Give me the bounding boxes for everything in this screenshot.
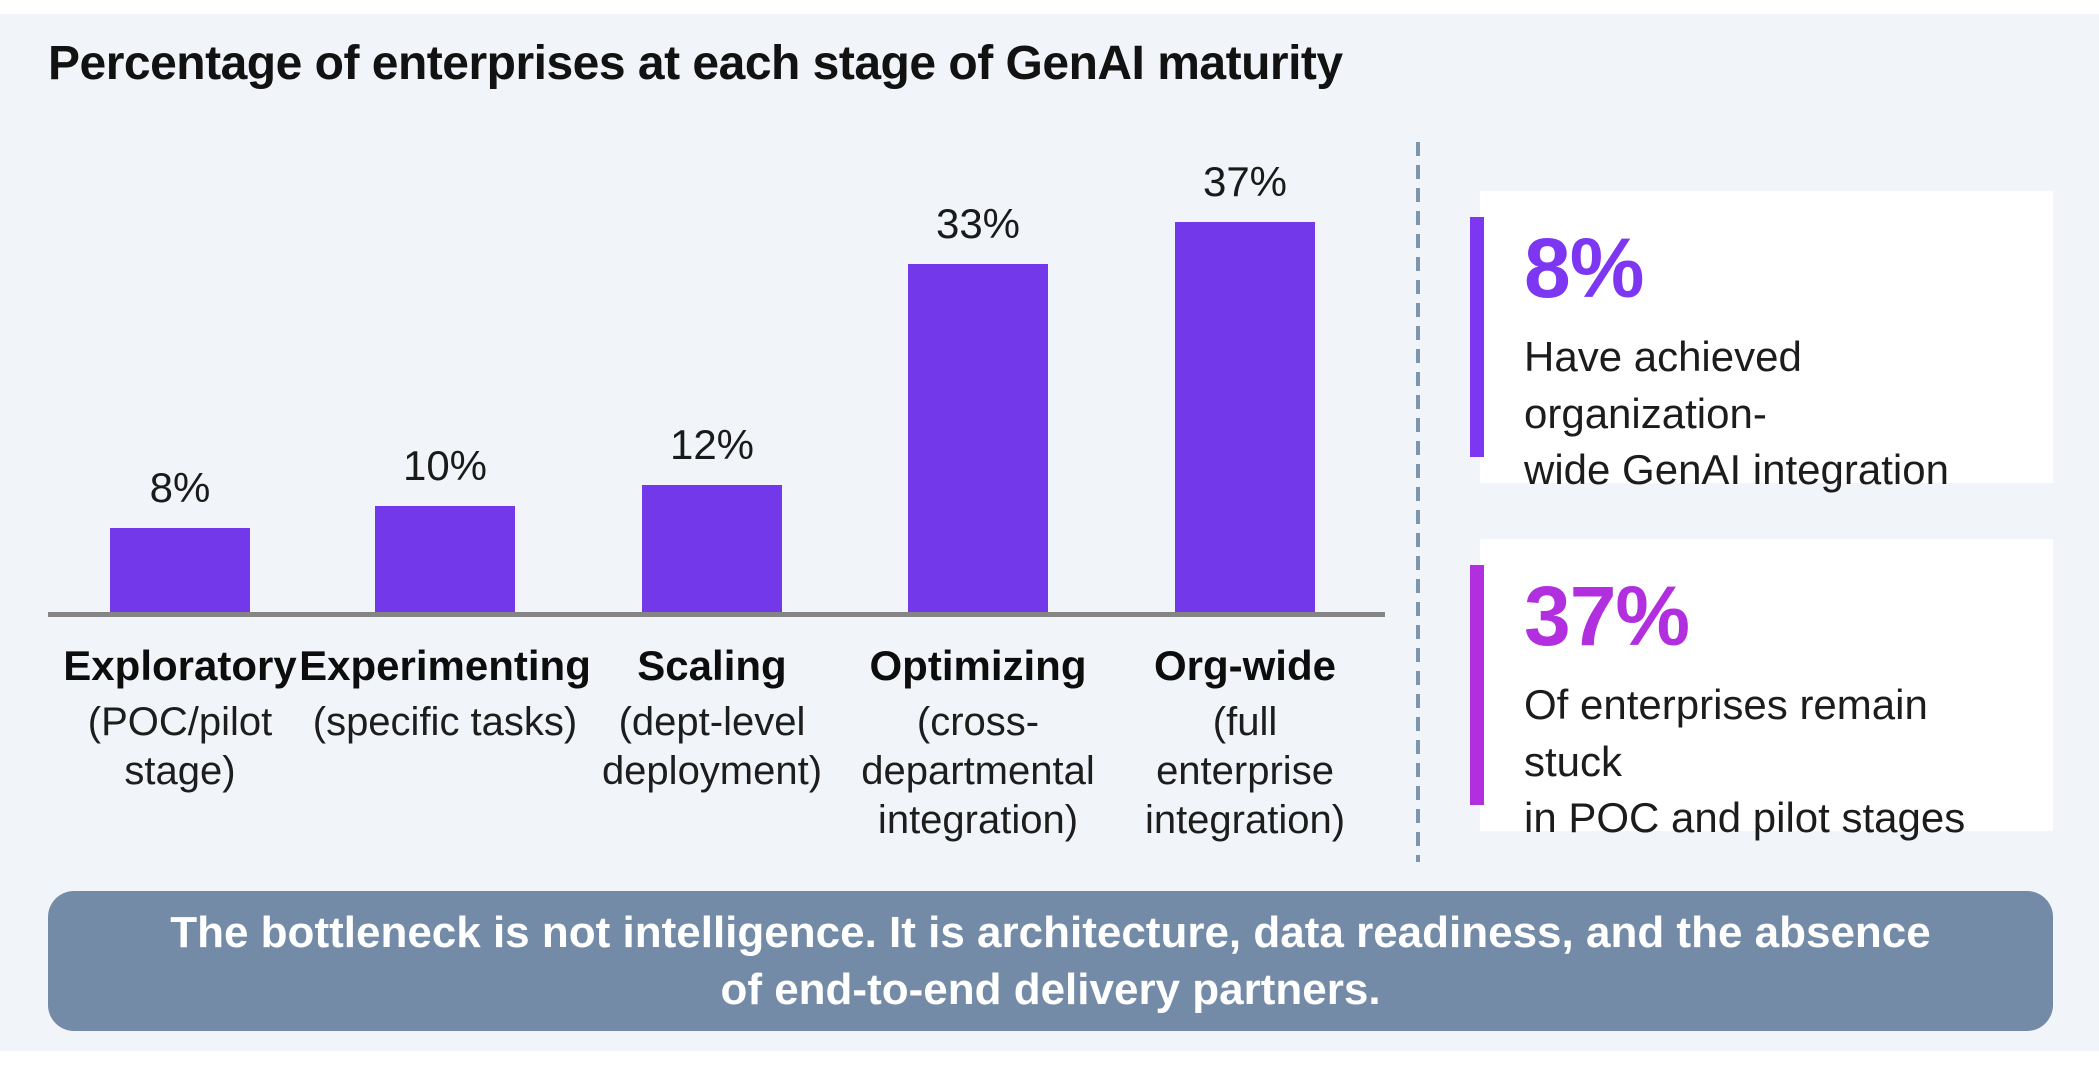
bar-group: 10% [375,442,515,612]
callout-card-achieved: 8% Have achieved organization- wide GenA… [1470,191,2053,493]
category-name: Org-wide [1153,642,1336,689]
bar-value-label: 10% [402,442,488,489]
bar [110,528,250,612]
bar-value-label: 12% [669,421,755,468]
bar [1175,222,1315,612]
category-label: Experimenting (specific tasks) [299,642,591,747]
category-label: Org-wide (full enterprise integration) [1145,642,1345,845]
dashed-divider [1416,142,1420,862]
bar-group: 33% [908,200,1048,612]
category-name: Exploratory [63,642,297,689]
card-accent-bar [1470,565,1484,805]
bar-value-label: 33% [935,200,1021,247]
bar-group: 12% [642,421,782,612]
category-name: Scaling [637,642,787,689]
callout-value: 37% [1524,569,1690,663]
banner-text: The bottleneck is not intelligence. It i… [170,907,1931,1014]
bar-group: 37% [1175,158,1315,612]
bar [908,264,1048,612]
bar-group: 8% [110,464,250,612]
bar [642,485,782,612]
callout-card-stuck: 37% Of enterprises remain stuck in POC a… [1470,539,2053,841]
category-name: Experimenting [299,642,591,689]
callout-text: Have achieved organization- wide GenAI i… [1524,333,1949,494]
bar [375,506,515,612]
bar-value-label: 37% [1202,158,1288,205]
page-title: Percentage of enterprises at each stage … [48,37,1343,90]
category-label: Exploratory (POC/pilot stage) [63,642,296,796]
callout-value: 8% [1524,221,1644,315]
category-label: Scaling (dept-level deployment) [602,642,822,796]
category-name: Optimizing [869,642,1087,689]
category-description: (dept-level deployment) [601,700,823,794]
bottom-banner: The bottleneck is not intelligence. It i… [48,891,2053,1031]
category-label: Optimizing (cross- departmental integrati… [861,642,1094,845]
category-description: (cross- departmental integration) [861,700,1095,842]
card-accent-bar [1470,217,1484,457]
category-description: (specific tasks) [312,700,578,745]
bar-chart: 8% Exploratory (POC/pilot stage) 10% Experim… [48,104,1385,842]
callout-text: Of enterprises remain stuck in POC and p… [1524,681,1966,842]
x-axis-line [48,612,1385,617]
category-description: (full enterprise integration) [1144,700,1346,842]
bar-value-label: 8% [149,464,211,511]
infographic-canvas: Percentage of enterprises at each stage … [0,14,2099,1051]
category-description: (POC/pilot stage) [87,700,273,794]
